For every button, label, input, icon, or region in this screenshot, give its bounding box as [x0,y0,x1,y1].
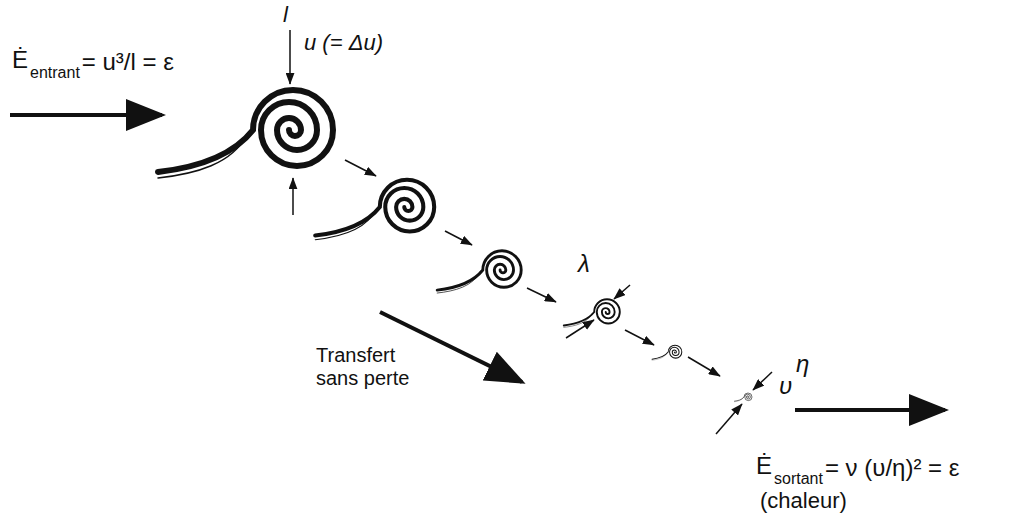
dimension-arrow [289,30,291,84]
eddy-small [735,393,753,402]
size-label: η [796,350,809,378]
energy-symbol: Ė [12,46,28,74]
size-label: l [283,2,288,27]
cascade-arrow [625,330,654,345]
cascade-arrow [688,357,720,376]
eddy [437,251,521,293]
subscript: entrant [30,64,80,82]
formula: = u³/l = ε [82,48,174,76]
eddy [652,345,682,360]
output-arrow [795,408,945,412]
dimension-arrow [716,404,742,434]
input-arrow [10,113,162,117]
eddy-large [158,90,333,178]
velocity-label: υ [779,372,792,400]
dimension-arrow [292,178,294,215]
energy-symbol: Ė [756,452,772,480]
eddy [564,299,620,327]
dimension-arrow [566,320,594,338]
cascade-arrow [527,288,556,302]
subscript: sortant [774,470,823,488]
cascade-arrow [345,160,376,176]
eddy [315,180,434,240]
velocity-label: u (= Δu) [304,30,383,55]
transfer-note: Transfert sans perte [316,344,426,390]
dimension-arrow [753,372,772,390]
size-label: λ [578,250,590,278]
dimension-arrow [614,285,630,299]
cascade-arrow [445,231,472,245]
note: (chaleur) [760,488,847,513]
formula: = ν (υ/η)² = ε [825,454,960,482]
